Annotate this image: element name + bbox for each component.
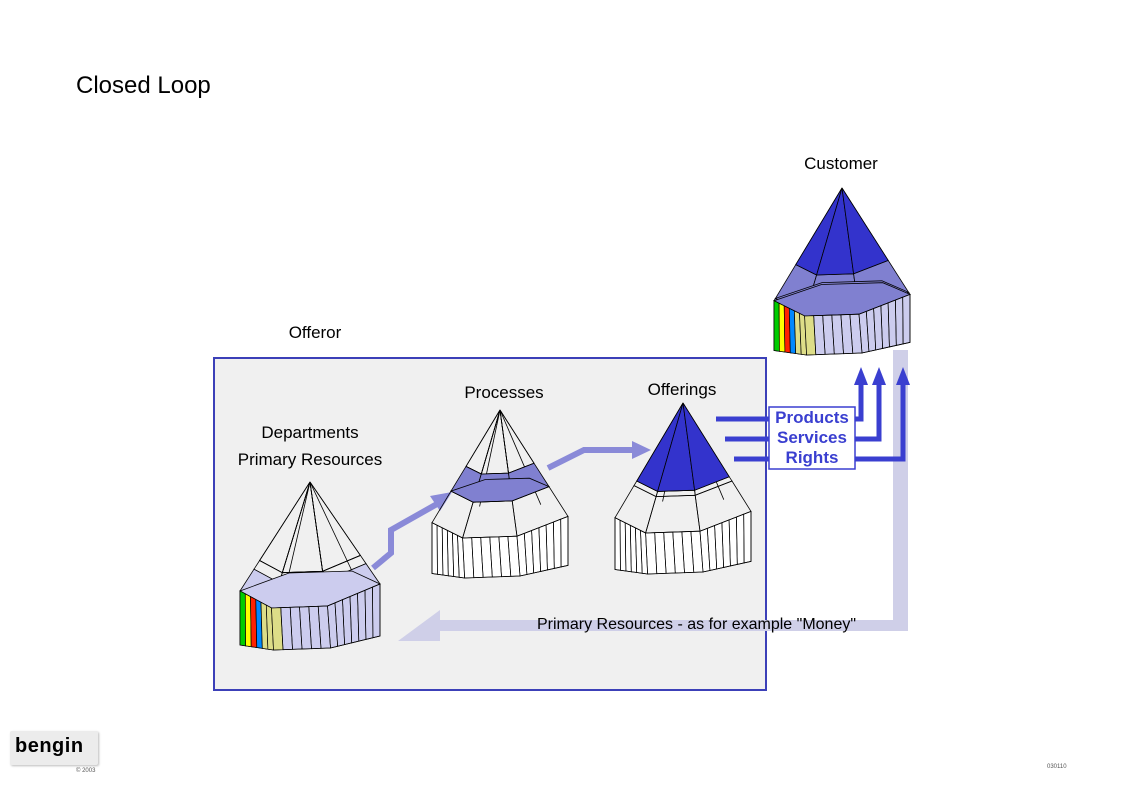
output-arrowhead-products <box>854 367 868 385</box>
offerings-label: Offerings <box>647 380 717 399</box>
return-flow-label: Primary Resources - as for example "Mone… <box>537 616 857 633</box>
logo-text: bengin <box>15 735 84 757</box>
flow-arrow-process-to-offering <box>546 447 637 471</box>
pyramid-processes <box>431 409 569 579</box>
page-code: 030110 <box>1047 764 1067 770</box>
output-services: Services <box>777 428 847 447</box>
flow-arrow-dept-to-process <box>371 501 439 571</box>
copyright: © 2003 <box>76 768 96 774</box>
processes-label: Processes <box>464 383 544 402</box>
logo <box>10 731 98 765</box>
flow-arrowhead-1 <box>430 492 452 511</box>
pyramid-customer <box>772 187 912 356</box>
output-rights: Rights <box>785 448 839 467</box>
page-title: Closed Loop <box>76 72 211 99</box>
output-box <box>768 406 856 470</box>
pyramid-departments <box>239 481 381 651</box>
departments-label: Departments <box>261 423 359 442</box>
offeror-label: Offeror <box>288 323 342 342</box>
pyramid-offerings <box>614 402 752 575</box>
customer-label: Customer <box>804 154 878 173</box>
flow-arrowhead-2 <box>632 441 651 459</box>
output-arrowhead-rights <box>896 367 910 385</box>
primary-resources-label: Primary Resources <box>237 450 383 469</box>
output-arrowhead-services <box>872 367 886 385</box>
output-products: Products <box>775 408 849 427</box>
